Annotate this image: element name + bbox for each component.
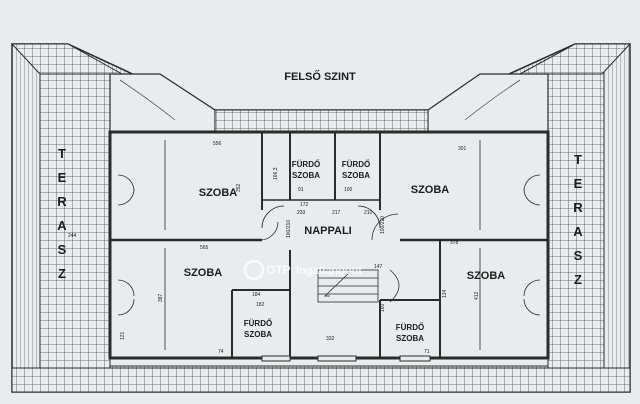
door-swings [117,174,541,316]
bath-bl-line2: SZOBA [244,330,272,339]
terrace-right-letter: S [574,248,583,263]
watermark-sub: Ingatlanpont [296,265,362,277]
dim-label: 172 [300,202,309,208]
room-label-bottom-left: SZOBA [184,267,223,279]
dim-label: 74 [218,349,224,355]
dormer-right [427,73,549,133]
terrace-left-tiles [39,67,111,369]
dim-label: 233 [297,210,306,216]
bath-bl-line1: FÜRDŐ [244,319,272,328]
terrace-right-letter: T [574,152,582,167]
bath-tr-line1: FÜRDŐ [342,160,370,169]
terrace-right-letter: A [573,224,583,239]
plan-title: FELSŐ SZINT [284,70,356,83]
room-label-bottom-right: SZOBA [467,270,506,282]
windows [261,355,431,362]
roof-top-right [519,43,632,75]
bath-top-right-label: FÜRDŐ SZOBA [342,160,370,180]
dim-label: 412 [474,291,480,300]
bath-top-left-label: FÜRDŐ SZOBA [292,160,320,180]
bath-br-line1: FÜRDŐ [396,323,424,332]
dim-label: 160 [380,303,386,312]
terrace-left-letter: A [57,218,67,233]
terrace-left-letter: Z [58,266,66,281]
bath-bottom-left-label: FÜRDŐ SZOBA [244,319,272,339]
dormer-left [109,73,216,133]
terrace-right-letter: Z [574,272,582,287]
watermark-logo-icon [243,259,265,281]
terrace-right-tiles [547,67,605,369]
dim-label: 100 [344,187,353,193]
room-label-top-right: SZOBA [411,184,450,196]
roof-corner-bottom [11,367,631,393]
dim-label: 184 [252,292,261,298]
terrace-left-letter: E [58,170,67,185]
terrace-left-label: T E R A S Z [57,146,67,281]
dim-label: 301 [458,146,467,152]
bath-br-line2: SZOBA [396,334,424,343]
room-label-living: NAPPALI [304,225,351,237]
dim-label: 387 [158,293,164,302]
ridge-strip [214,109,429,133]
terrace-right-label: T E R A S Z [573,152,583,287]
staircase [317,269,400,303]
terrace-right-letter: E [574,176,583,191]
terrace-left-letter: S [58,242,67,257]
bath-bottom-right-label: FÜRDŐ SZOBA [396,323,424,343]
dimension-labels: 556 352 301 565 387 378 412 244 166,3 91… [68,141,480,355]
watermark: OTP Ingatlanpont [243,259,362,281]
dim-label: 352 [236,183,242,192]
dim-label: 565 [200,245,209,251]
dim-label: 378 [450,240,459,246]
dim-label: 210 [364,210,373,216]
dim-label: 100/210 [286,220,292,238]
dim-label: 91 [298,187,304,193]
dim-label: 121 [120,331,126,340]
bath-tl-line1: FÜRDŐ [292,160,320,169]
dim-label: 332 [326,336,335,342]
dim-label: 182 [256,302,265,308]
dim-label: 244 [68,233,77,239]
watermark-brand: OTP [266,263,291,277]
terrace-right-letter: R [573,200,583,215]
dim-label: 134 [442,289,448,298]
terrace-left-letter: T [58,146,66,161]
terrace-left-letter: R [57,194,67,209]
dim-label: 556 [213,141,222,147]
room-label-top-left: SZOBA [199,187,238,199]
dim-label: 166,3 [273,167,279,180]
bath-tr-line2: SZOBA [342,171,370,180]
dim-label: 71 [424,349,430,355]
dim-label: 217 [332,210,341,216]
bath-tl-line2: SZOBA [292,171,320,180]
dim-label: 147 [374,264,383,270]
dim-label: 100/210 [380,216,386,234]
